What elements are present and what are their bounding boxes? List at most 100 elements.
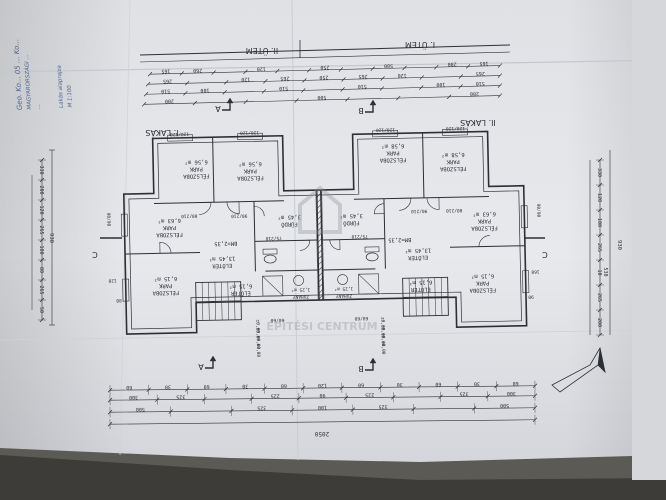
door-label: 160	[531, 268, 540, 274]
dim-label: 280	[448, 61, 457, 67]
door-swing	[198, 201, 212, 215]
dim-label: 60	[126, 384, 132, 390]
section-b-bottom-mark	[365, 360, 374, 371]
window-label: 120/120	[446, 125, 465, 131]
dim-tick	[446, 94, 452, 100]
watermark: ÉPÍTÉSI CENTRUM	[266, 185, 378, 333]
room-left-bath: FÜRDŐ	[281, 220, 298, 227]
section-c-left: C	[92, 250, 98, 259]
left-dim-col-label: 120	[38, 205, 44, 214]
dim-line	[148, 75, 500, 85]
level-note: ±0,00	[254, 319, 260, 333]
paper-fold	[291, 0, 299, 461]
left-floor-level: BM=2,35	[214, 240, 237, 246]
dim-tick	[341, 77, 346, 82]
top-dim-row-text: 200 500 200	[165, 90, 479, 104]
dim-tick	[243, 69, 248, 75]
dim-label: 500	[317, 94, 326, 100]
room-right-half-top: FÉLSZOBA	[471, 224, 498, 233]
dim-tick	[224, 80, 229, 85]
dim-label: 265	[476, 70, 485, 76]
dim-label: 120	[398, 72, 407, 78]
section-a-top-mark	[222, 100, 231, 111]
partition	[422, 132, 425, 198]
room-right-bath: 3,45 m²	[340, 212, 363, 219]
dim-tick	[370, 66, 375, 72]
dim-tick	[263, 79, 268, 84]
dim-label: 510	[476, 80, 485, 86]
dim-tick	[243, 99, 248, 105]
dim-label: 300	[507, 390, 516, 396]
level-note: ±0,00	[380, 341, 386, 355]
room-left-bath: 3,45 m²	[278, 213, 301, 220]
door-label: 90/210	[231, 213, 248, 219]
dim-tick	[419, 85, 424, 90]
door-label: 75/210	[351, 233, 368, 239]
stamp-line: Lakás alaprajza	[56, 64, 65, 108]
left-total-dim: 930	[48, 233, 54, 243]
level-note: ±0,00	[255, 335, 261, 349]
dim-label: 200	[165, 98, 174, 104]
room-left-half-bottom: PARK	[158, 282, 172, 288]
phase-line	[139, 51, 511, 63]
dim-tick	[222, 90, 227, 95]
dim-tick	[294, 98, 299, 103]
dim-tick	[145, 81, 151, 87]
paper-shading	[0, 0, 666, 462]
dim-label: 30	[165, 384, 171, 390]
room-left-bedroom-2: FÉLSZOBA	[236, 174, 263, 183]
section-b-bottom-arrow	[369, 357, 377, 364]
dim-tick	[338, 67, 344, 72]
dim-tick	[301, 88, 306, 93]
room-left-half-top: FÉLSZOBA	[156, 231, 183, 240]
dim-label: 120	[241, 76, 250, 82]
top-dim-row	[147, 63, 503, 77]
dim-label: 500	[384, 62, 393, 68]
room-right-stair-hall: ELŐTÉR	[410, 286, 431, 294]
room-right-wc: 1,25 m²	[334, 285, 353, 291]
left-dim-col-label: 200	[38, 185, 44, 194]
right-dim-col-label: 10	[596, 269, 602, 275]
section-a-top: A	[215, 104, 221, 113]
dim-label: 325	[176, 393, 185, 399]
dim-label: 200	[470, 90, 479, 96]
window-label: 120/120	[240, 129, 259, 135]
dim-label: 325	[257, 405, 266, 411]
window-glass	[442, 131, 468, 133]
paper-edge	[632, 0, 666, 480]
section-b-top-arrow	[369, 99, 377, 106]
bottom-dim-row	[107, 390, 538, 406]
dim-tick	[345, 97, 350, 102]
left-wc-fixture	[263, 254, 277, 264]
left-basin	[293, 275, 304, 286]
right-basin	[337, 274, 348, 285]
room-right-hall: ELŐTÉR	[407, 254, 428, 262]
unit-1-label: I. LAKÁS	[145, 128, 178, 139]
watermark-house-icon	[298, 185, 342, 234]
dim-tick	[434, 64, 439, 70]
dim-label: 265	[358, 73, 367, 79]
left-wc-fixture-tank	[262, 248, 278, 255]
dim-tick	[275, 68, 280, 74]
dark-fabric	[0, 455, 666, 500]
section-a-bottom-arrow	[209, 355, 217, 362]
phase-1-label: I. ÜTEM	[405, 40, 435, 50]
stamp-line: ...	[36, 103, 42, 109]
unit-2-label: II. LAKÁS	[460, 118, 496, 129]
dim-label: 60	[513, 380, 519, 386]
dim-label: 60	[435, 381, 441, 387]
room-right-bedroom-1: FÉLSZOBA	[379, 156, 406, 165]
room-left-half-top: PARK	[162, 224, 176, 230]
dim-tick	[458, 84, 463, 89]
door-label: 75/210	[265, 235, 282, 241]
partition	[125, 252, 201, 255]
dim-label: 100	[436, 81, 445, 87]
room-left-stair-hall: 6,15 m²	[229, 282, 252, 289]
window-glass	[167, 137, 193, 139]
window-label: 90/90	[105, 213, 111, 227]
door-swing	[478, 235, 490, 247]
